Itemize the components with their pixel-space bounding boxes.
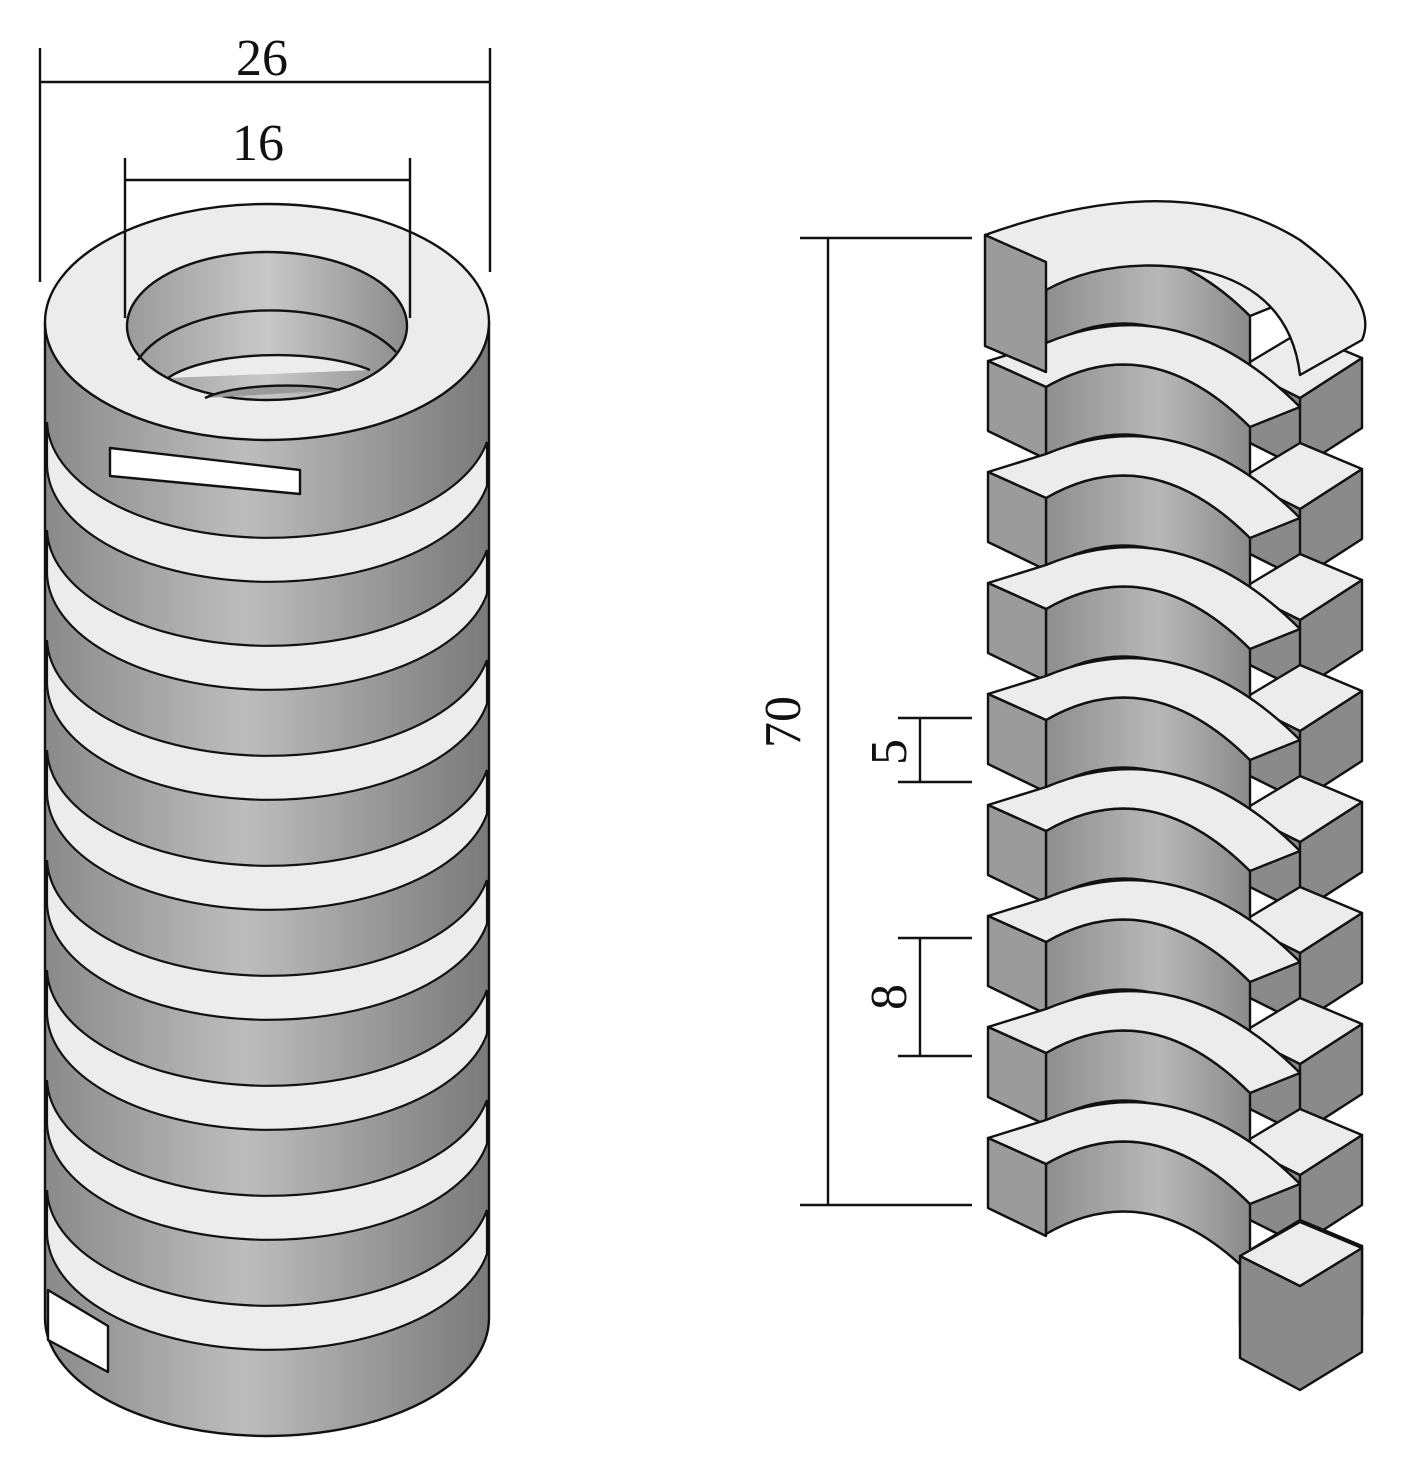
bottom-slot (46, 1288, 110, 1374)
arch-top (986, 879, 1302, 984)
coil-section-8 (986, 990, 1364, 1247)
bore-inner-edge-2 (167, 353, 371, 379)
coil-gap-5 (45, 859, 489, 1021)
top-left-end (983, 233, 1048, 374)
coil-gap-4 (45, 749, 489, 911)
pitch-label: 8 (861, 984, 918, 1010)
arch-top (986, 990, 1302, 1095)
coil-gap-1 (45, 421, 489, 583)
coil-gap-3 (45, 639, 489, 801)
coil-gap-2 (45, 529, 489, 691)
arch-top (986, 768, 1302, 873)
arch-top (986, 1101, 1302, 1206)
assembled-spring (43, 202, 491, 1438)
top-half-ring (983, 200, 1367, 377)
outer-diameter-dimension: 26 (38, 30, 492, 282)
gap-dimension: 5 (861, 716, 972, 784)
outer-diameter-label: 26 (236, 30, 288, 87)
inner-diameter-label: 16 (232, 115, 284, 172)
top-slot (108, 446, 302, 496)
arch-top (986, 324, 1302, 429)
bore-inner-edge-3 (204, 384, 341, 400)
gap-width-label: 5 (861, 739, 918, 765)
coil-section-3 (986, 435, 1364, 692)
coil-section-7 (986, 879, 1364, 1136)
total-length-dimension: 70 (755, 236, 972, 1207)
arch-top (986, 546, 1302, 651)
inner-diameter-dimension: 16 (123, 115, 412, 318)
bottom-tail-top (1238, 1220, 1364, 1288)
bore-inner-edge-1 (137, 309, 397, 361)
sectioned-spring (983, 200, 1367, 1392)
arch-top (986, 435, 1302, 540)
left-block (986, 1136, 1048, 1238)
coil-gap-8 (45, 1189, 489, 1351)
pitch-dimension: 8 (861, 936, 972, 1058)
total-length-label: 70 (755, 696, 812, 748)
arch-top (986, 657, 1302, 762)
coil-gap-7 (45, 1079, 489, 1241)
coil-gap-6 (45, 969, 489, 1131)
